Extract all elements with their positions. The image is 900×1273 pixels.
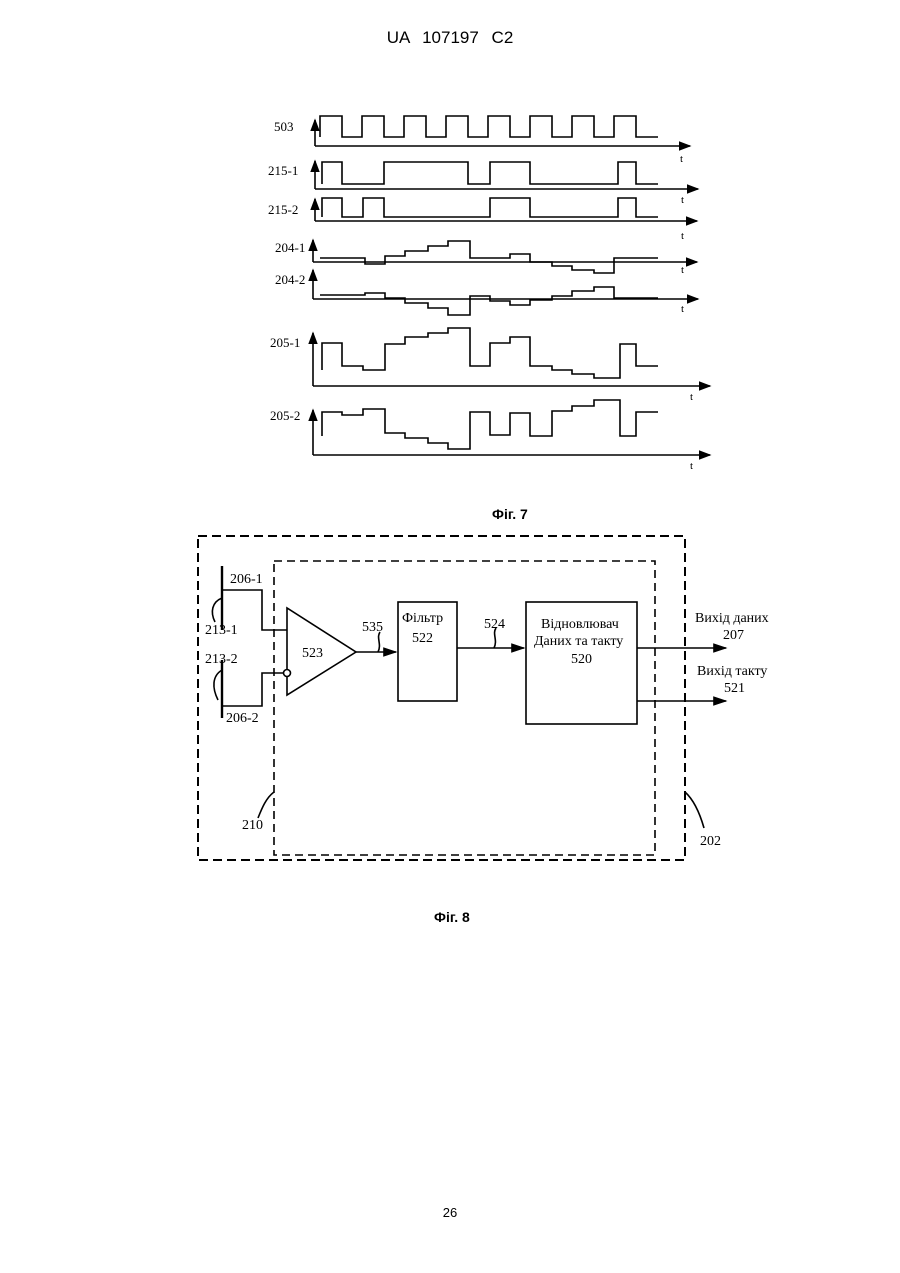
fig7-timing-diagram: 503 215-1 215-2 204-1 204-2 205-1 205-2 … <box>0 0 900 500</box>
label-202: 202 <box>700 834 721 849</box>
leader-202 <box>685 792 704 828</box>
data-out-number: 207 <box>723 628 744 643</box>
filter-number: 522 <box>412 631 433 646</box>
time-label-215-2: t <box>681 230 684 242</box>
wave-205-2 <box>322 400 658 449</box>
label-523: 523 <box>302 646 323 661</box>
wave-204-2 <box>320 287 658 315</box>
leader-213-2 <box>214 670 222 700</box>
leader-535 <box>378 632 380 652</box>
wave-503 <box>320 116 658 137</box>
time-label-204-2: t <box>681 303 684 315</box>
time-label-204-1: t <box>681 264 684 276</box>
label-213-2: 213-2 <box>205 652 238 667</box>
wave-215-1 <box>322 162 658 184</box>
label-206-2: 206-2 <box>226 711 259 726</box>
label-206-1: 206-1 <box>230 572 263 587</box>
clock-out-number: 521 <box>724 681 745 696</box>
recovery-title-line1: Відновлювач <box>541 617 619 632</box>
clock-out-label: Вихід такту <box>697 664 767 679</box>
recovery-number: 520 <box>571 652 592 667</box>
label-215-2: 215-2 <box>268 202 298 217</box>
time-label-503: t <box>680 153 683 165</box>
label-213-1: 213-1 <box>205 623 238 638</box>
wave-204-1 <box>320 241 658 273</box>
wave-205-1 <box>322 328 658 378</box>
data-out-label: Вихід даних <box>695 611 769 626</box>
label-204-1: 204-1 <box>275 240 305 255</box>
label-210: 210 <box>242 818 263 833</box>
time-label-215-1: t <box>681 194 684 206</box>
label-535: 535 <box>362 620 383 635</box>
label-215-1: 215-1 <box>268 163 298 178</box>
label-503: 503 <box>274 119 294 134</box>
fig8-block-diagram: 206-1 213-1 213-2 206-2 523 535 Фільтр 5… <box>0 520 900 900</box>
label-524: 524 <box>484 617 505 632</box>
label-204-2: 204-2 <box>275 272 305 287</box>
wave-215-2 <box>322 198 658 217</box>
recovery-title-line2: Даних та такту <box>534 634 623 649</box>
inverting-input-bubble <box>284 670 291 677</box>
time-label-205-1: t <box>690 391 693 403</box>
leader-213-1 <box>212 598 222 622</box>
filter-name: Фільтр <box>402 611 443 626</box>
fig8-caption: Фіг. 8 <box>434 909 470 925</box>
leader-210 <box>258 792 274 818</box>
time-label-205-2: t <box>690 460 693 472</box>
label-205-2: 205-2 <box>270 408 300 423</box>
page-number: 26 <box>0 1205 900 1220</box>
label-205-1: 205-1 <box>270 335 300 350</box>
